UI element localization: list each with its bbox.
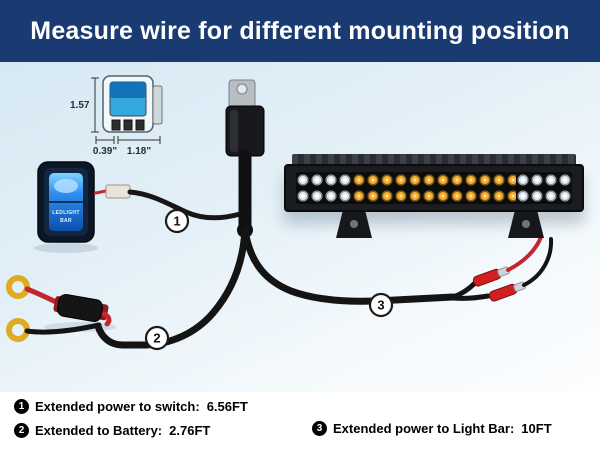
rocker-switch: LEDLIGHT BAR — [37, 161, 131, 243]
fuse-holder — [53, 293, 109, 323]
marker-3-label: 3 — [377, 298, 384, 313]
marker-3: 3 — [368, 292, 394, 318]
wire-to-lightbar — [241, 226, 457, 305]
battery-ring-terminal-positive — [6, 275, 30, 299]
legend-badge-3: 3 — [312, 421, 327, 436]
legend-value-2: 2.76FT — [169, 423, 211, 438]
switch-dimension-drawing: 1.57 0.39" 1.18" — [70, 75, 163, 157]
marker-1-label: 1 — [173, 214, 180, 229]
wire-switch-to-relay — [127, 189, 243, 221]
marker-1: 1 — [164, 208, 190, 234]
battery-wire-black — [24, 322, 102, 335]
page-title: Measure wire for different mounting posi… — [30, 16, 570, 45]
header-banner: Measure wire for different mounting posi… — [0, 0, 600, 62]
switch-face-label-1: LEDLIGHT — [52, 210, 79, 216]
switch-shadow — [34, 243, 98, 253]
relay-bracket-hole — [236, 83, 248, 95]
mounting-bracket-left — [336, 212, 372, 238]
legend-label-2: Extended to Battery: — [35, 423, 163, 438]
legend-value-1: 6.56FT — [206, 399, 248, 414]
dimension-width-label: 1.18" — [127, 146, 151, 157]
legend: 1 Extended power to switch: 6.56FT 2 Ext… — [0, 392, 600, 450]
relay-module — [225, 79, 265, 238]
led-light-bar — [284, 154, 584, 246]
quick-connector-2 — [488, 281, 526, 302]
legend-item-1: 1 Extended power to switch: 6.56FT — [14, 399, 248, 414]
legend-value-3: 10FT — [521, 421, 552, 436]
legend-item-2: 2 Extended to Battery: 2.76FT — [14, 423, 210, 438]
lightbar-wire-red — [506, 235, 543, 272]
legend-item-3: 3 Extended power to Light Bar: 10FT — [312, 421, 552, 436]
lightbar-wire-black — [522, 237, 554, 287]
dimension-depth-label: 0.39" — [93, 146, 117, 157]
led-strip — [296, 172, 572, 204]
led-section-white-right — [516, 172, 572, 204]
led-section-white-left — [296, 172, 352, 204]
quick-connector-1 — [472, 266, 510, 287]
battery-ring-terminal-negative — [6, 318, 30, 342]
switch-face-label-2: BAR — [60, 218, 72, 224]
wire-to-battery — [94, 226, 249, 349]
lightbar-body — [284, 164, 584, 212]
marker-2: 2 — [144, 325, 170, 351]
switch-connector — [105, 184, 131, 199]
dimension-height-label: 1.57 — [70, 100, 90, 111]
battery-wire-red-out — [101, 311, 112, 327]
legend-label-1: Extended power to switch: — [35, 399, 200, 414]
legend-label-3: Extended power to Light Bar: — [333, 421, 515, 436]
connector-lead-2 — [450, 293, 491, 301]
connector-lead-1 — [450, 280, 478, 300]
switch-lead-wire — [93, 189, 108, 195]
legend-badge-2: 2 — [14, 423, 29, 438]
battery-leads — [6, 275, 112, 342]
marker-2-label: 2 — [153, 331, 160, 346]
lightbar-heatsink-fins — [292, 154, 576, 164]
switch-glow — [54, 179, 78, 193]
mounting-bracket-right — [508, 212, 544, 238]
legend-badge-1: 1 — [14, 399, 29, 414]
